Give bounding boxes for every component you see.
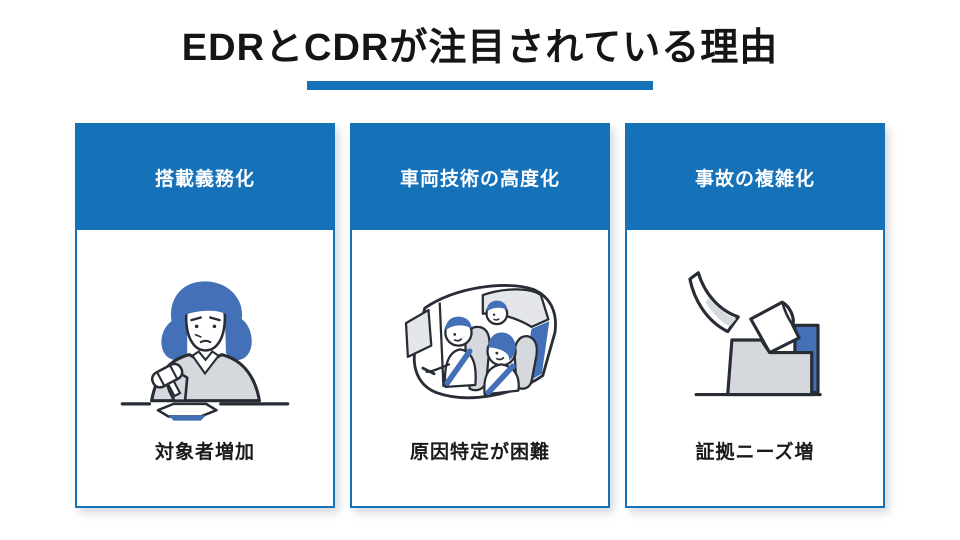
card-header-label: 車両技術の高度化 xyxy=(399,169,560,190)
page-title: EDRとCDRが注目されている理由 xyxy=(181,27,779,69)
card-header: 搭載義務化 xyxy=(77,125,333,230)
card-header-label: 事故の複雑化 xyxy=(694,169,815,190)
card-accident-complexity: 事故の複雑化 xyxy=(625,123,885,508)
papers-into-folder-illustration xyxy=(666,256,844,424)
card-header-label: 搭載義務化 xyxy=(154,169,255,190)
card-body: 原因特定が困難 xyxy=(352,230,608,506)
card-caption: 対象者増加 xyxy=(154,442,255,463)
card-caption: 原因特定が困難 xyxy=(409,442,550,463)
judge-gavel-illustration xyxy=(116,256,294,424)
card-header: 事故の複雑化 xyxy=(627,125,883,230)
card-header: 車両技術の高度化 xyxy=(352,125,608,230)
title-block: EDRとCDRが注目されている理由 xyxy=(0,0,960,90)
card-mandatory-installation: 搭載義務化 xyxy=(75,123,335,508)
car-passengers-illustration xyxy=(391,256,569,424)
card-caption: 証拠ニーズ増 xyxy=(695,442,815,463)
card-vehicle-technology: 車両技術の高度化 xyxy=(350,123,610,508)
reason-cards-row: 搭載義務化 xyxy=(75,123,885,508)
card-body: 証拠ニーズ増 xyxy=(627,230,883,506)
title-underline-bar xyxy=(307,80,653,90)
card-body: 対象者増加 xyxy=(77,230,333,506)
